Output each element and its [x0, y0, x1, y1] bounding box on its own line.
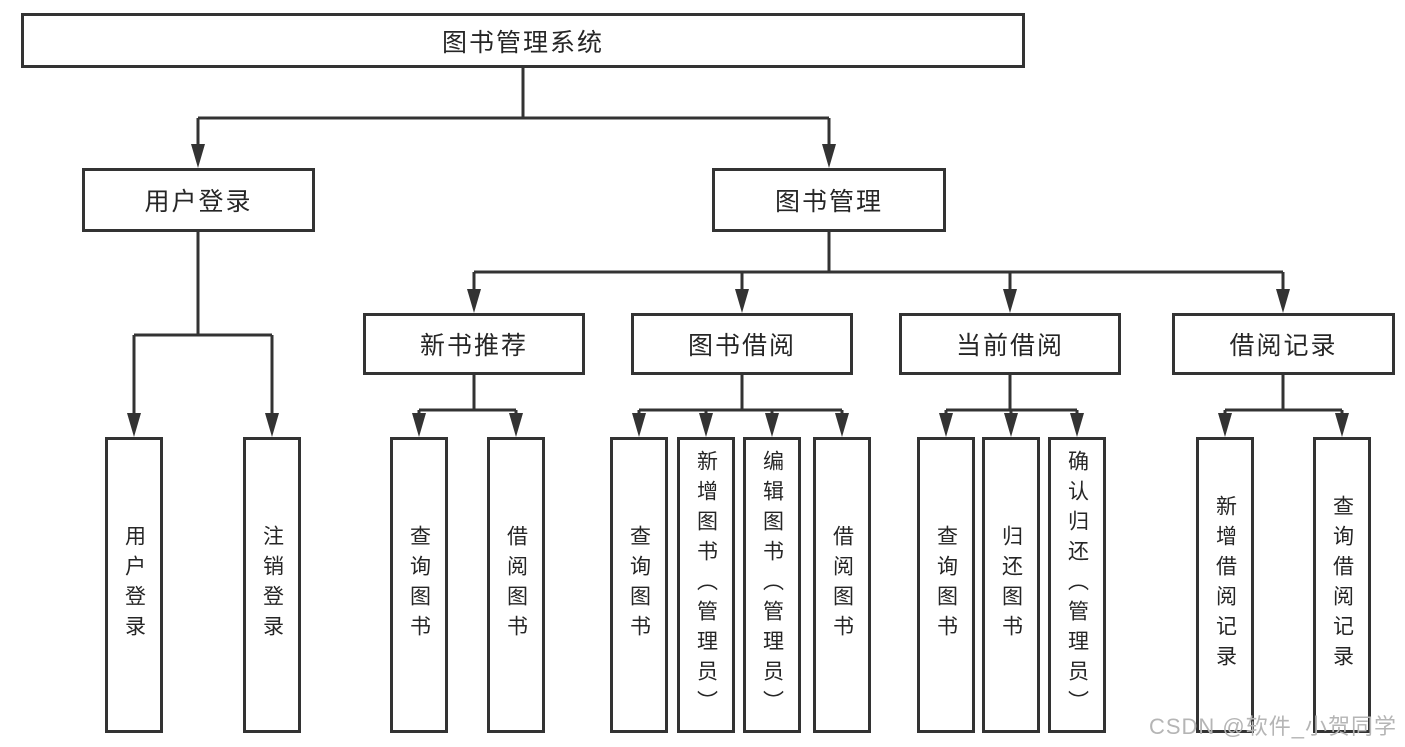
node-label: 归还图书 [999, 525, 1023, 645]
leaf-add-borrow-record: 新增借阅记录 [1196, 437, 1254, 733]
node-label: 编辑图书（管理员） [760, 450, 784, 720]
leaf-edit-books-admin: 编辑图书（管理员） [743, 437, 801, 733]
leaf-confirm-return-admin: 确认归还（管理员） [1048, 437, 1106, 733]
node-label: 图书管理 [774, 188, 883, 216]
node-label: 新书推荐 [419, 332, 528, 360]
leaf-query-borrow-record: 查询借阅记录 [1313, 437, 1371, 733]
node-label: 查询图书 [934, 525, 958, 645]
node-current-borrow: 当前借阅 [899, 313, 1121, 375]
node-label: 用户登录 [122, 525, 146, 645]
node-label: 用户登录 [144, 188, 253, 216]
connector-arrowheads [127, 144, 1349, 437]
node-label: 当前借阅 [955, 332, 1064, 360]
node-new-book-recommend: 新书推荐 [363, 313, 585, 375]
node-library-management-system: 图书管理系统 [21, 13, 1025, 68]
connector-shafts [132, 68, 1344, 425]
node-label: 确认归还（管理员） [1065, 450, 1089, 720]
node-label: 借阅图书 [504, 525, 528, 645]
node-borrow-records: 借阅记录 [1172, 313, 1395, 375]
node-label: 查询图书 [627, 525, 651, 645]
node-label: 新增图书（管理员） [694, 450, 718, 720]
leaf-query-books-current: 查询图书 [917, 437, 975, 733]
csdn-watermark: CSDN @软件_小贺同学 [1148, 714, 1397, 739]
node-label: 注销登录 [260, 525, 284, 645]
node-label: 借阅图书 [830, 525, 854, 645]
node-label: 图书管理系统 [441, 28, 604, 57]
node-label: 新增借阅记录 [1213, 495, 1237, 675]
leaf-return-books: 归还图书 [982, 437, 1040, 733]
node-book-management: 图书管理 [712, 168, 946, 232]
leaf-add-books-admin: 新增图书（管理员） [677, 437, 735, 733]
node-user-login: 用户登录 [82, 168, 315, 232]
node-label: 查询借阅记录 [1330, 495, 1354, 675]
leaf-logout: 注销登录 [243, 437, 301, 733]
leaf-user-login: 用户登录 [105, 437, 163, 733]
node-label: 图书借阅 [687, 332, 796, 360]
leaf-query-books-recommend: 查询图书 [390, 437, 448, 733]
leaf-borrow-books-recommend: 借阅图书 [487, 437, 545, 733]
leaf-borrow-books: 借阅图书 [813, 437, 871, 733]
node-label: 查询图书 [407, 525, 431, 645]
node-label: 借阅记录 [1229, 332, 1338, 360]
node-book-borrow: 图书借阅 [631, 313, 853, 375]
leaf-query-books-borrow: 查询图书 [610, 437, 668, 733]
